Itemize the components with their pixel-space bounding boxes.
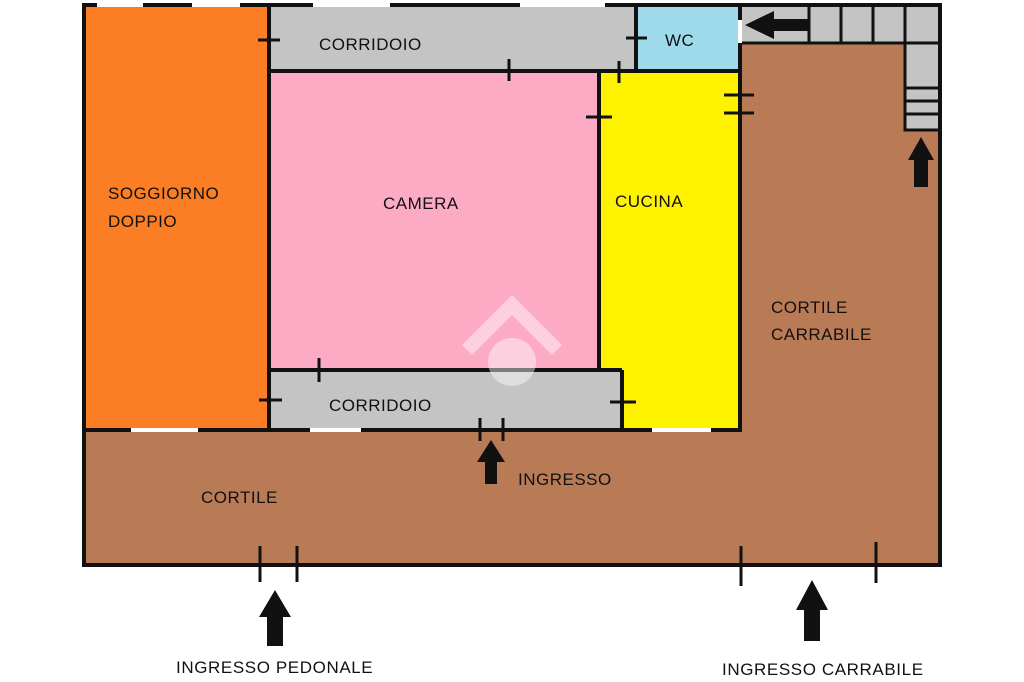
windows xyxy=(97,3,742,432)
soggiorno-room xyxy=(84,5,269,430)
corridoio-bottom-room xyxy=(269,370,622,430)
ingresso-carrabile-label: INGRESSO CARRABILE xyxy=(722,660,924,679)
walls xyxy=(82,3,942,567)
arrow-stairs-left-icon xyxy=(745,11,808,39)
cucina-label: CUCINA xyxy=(615,192,683,211)
cortile-label: CORTILE xyxy=(201,488,278,507)
soggiorno-label-line2: DOPPIO xyxy=(108,212,177,231)
arrow-ingresso-carrabile-icon xyxy=(796,580,828,641)
door-marks xyxy=(258,36,878,586)
ingresso-pedonale-label: INGRESSO PEDONALE xyxy=(176,658,373,677)
camera-label: CAMERA xyxy=(383,194,459,213)
cortile-carrabile-label-line1: CORTILE xyxy=(771,298,848,317)
wc-label: WC xyxy=(665,31,694,50)
corridoio-top-label: CORRIDOIO xyxy=(319,35,422,54)
camera-room xyxy=(269,71,599,370)
wc-room xyxy=(636,5,740,71)
arrow-ingresso-icon xyxy=(477,440,505,484)
watermark-logo xyxy=(462,295,562,386)
arrow-stairs-up-icon xyxy=(908,137,934,187)
cortile-area xyxy=(84,430,940,565)
soggiorno-label-line1: SOGGIORNO xyxy=(108,184,219,203)
cucina-room xyxy=(599,71,740,429)
corridoio-bottom-label: CORRIDOIO xyxy=(329,396,432,415)
ingresso-label: INGRESSO xyxy=(518,470,612,489)
corridoio-top-room xyxy=(269,5,636,71)
cortile-carrabile-label-line2: CARRABILE xyxy=(771,325,872,344)
arrow-ingresso-pedonale-icon xyxy=(259,590,291,646)
